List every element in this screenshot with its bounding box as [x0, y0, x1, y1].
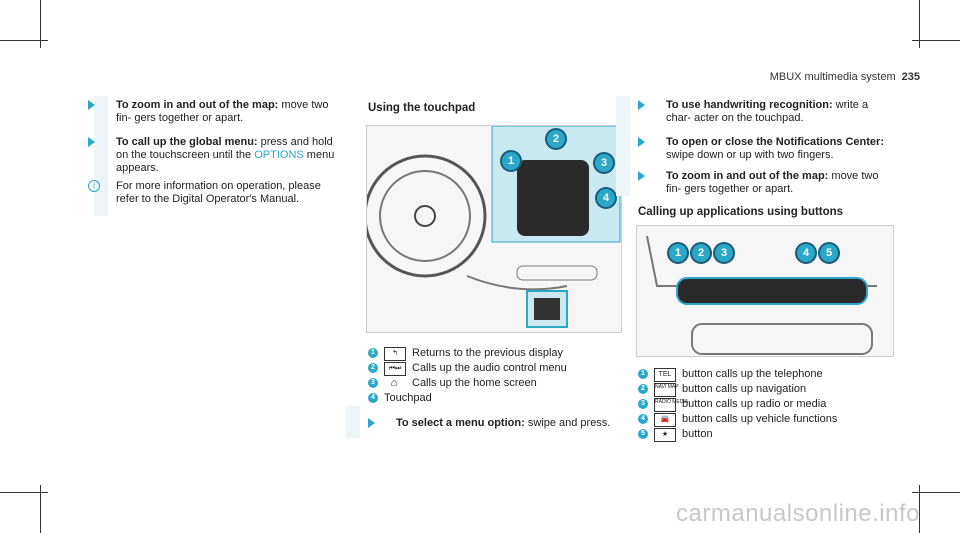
crop-mark: [912, 40, 960, 41]
crop-mark: [919, 485, 920, 533]
arrow-icon: [368, 418, 375, 428]
list-item: 4🚘button calls up vehicle functions: [638, 412, 837, 427]
radio-key-icon: RADIO MEDIA: [654, 398, 688, 412]
tel-key-icon: TEL: [654, 368, 676, 382]
section-title-buttons: Calling up applications using buttons: [638, 206, 844, 218]
crop-mark: [40, 485, 41, 533]
callout-4: 4: [597, 189, 615, 207]
list-item: 3⌂Calls up the home screen: [368, 376, 567, 391]
section-title: MBUX multimedia system: [769, 71, 896, 83]
list-item: 2⏮⏭Calls up the audio control menu: [368, 361, 567, 376]
page-number: 235: [901, 71, 920, 83]
callout-2: 2: [547, 130, 565, 148]
back-key-icon: ↰: [384, 347, 406, 361]
sidebar-strip: [346, 406, 360, 438]
instruction-zoom: To zoom in and out of the map: move two …: [88, 99, 336, 125]
instruction-select: To select a menu option: swipe and press…: [368, 417, 616, 430]
callout-3: 3: [715, 244, 733, 262]
touchpad-legend: 1↰Returns to the previous display 2⏮⏭Cal…: [368, 346, 567, 406]
instruction-notifications: To open or close the Notifications Cente…: [638, 136, 886, 162]
list-item: 5★button: [638, 427, 837, 442]
audio-key-icon: ⏮⏭: [384, 362, 406, 376]
arrow-icon: [638, 100, 645, 110]
crop-mark: [0, 492, 48, 493]
crop-mark: [912, 492, 960, 493]
cockpit-illustration: [363, 125, 621, 332]
section-title-touchpad: Using the touchpad: [368, 102, 476, 114]
callout-4: 4: [797, 244, 815, 262]
callout-1: 1: [669, 244, 687, 262]
instruction-zoom-2: To zoom in and out of the map: move two …: [638, 170, 886, 196]
star-key-icon: ★: [654, 428, 676, 442]
arrow-icon: [638, 137, 645, 147]
page-header: MBUX multimedia system 235: [770, 71, 920, 83]
touchpad-figure: 1 2 3 4: [363, 125, 622, 333]
watermark: carmanualsonline.info: [676, 500, 920, 527]
car-key-icon: 🚘: [654, 413, 676, 427]
info-note: i For more information on operation, ple…: [88, 180, 336, 206]
callout-3: 3: [595, 154, 613, 172]
arrow-icon: [88, 137, 95, 147]
console-illustration: [637, 226, 893, 356]
home-key-icon: ⌂: [390, 377, 398, 389]
list-item: 1↰Returns to the previous display: [368, 346, 567, 361]
crop-mark: [0, 40, 48, 41]
callout-2: 2: [692, 244, 710, 262]
instruction-global-menu: To call up the global menu: press and ho…: [88, 136, 336, 175]
arrow-icon: [88, 100, 95, 110]
info-icon: i: [88, 180, 100, 192]
sidebar-strip: [94, 96, 108, 216]
buttons-figure: 1 2 3 4 5: [636, 225, 894, 357]
callout-1: 1: [502, 152, 520, 170]
callout-5: 5: [820, 244, 838, 262]
instruction-handwriting: To use handwriting recognition: write a …: [638, 99, 886, 125]
crop-mark: [40, 0, 41, 48]
crop-mark: [919, 0, 920, 48]
arrow-icon: [638, 171, 645, 181]
sidebar-strip: [616, 96, 630, 196]
navi-key-icon: NAVI MAP: [654, 383, 679, 397]
